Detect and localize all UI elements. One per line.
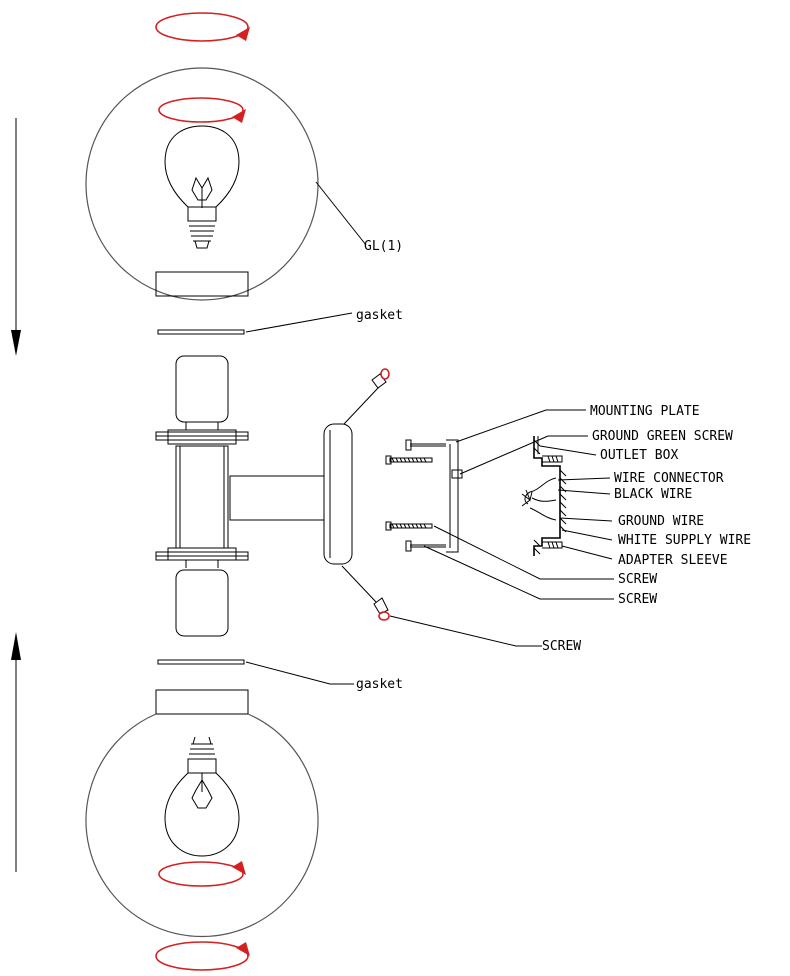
- screw-icon: [385, 455, 433, 465]
- ground-green-screw-text: GROUND GREEN SCREW: [592, 429, 733, 444]
- top-globe: [85, 12, 319, 301]
- screw-2-text: SCREW: [618, 592, 657, 607]
- bottom-gasket: gasket: [157, 659, 403, 692]
- fixture-body: [155, 355, 353, 637]
- light-bulb-icon: [164, 736, 240, 857]
- rotation-arrow-icon: [158, 97, 246, 123]
- ground-wire-text: GROUND WIRE: [618, 514, 704, 529]
- globe-label: GL(1): [315, 181, 403, 254]
- mounting-plate: [385, 439, 463, 553]
- black-wire-text: BLACK WIRE: [614, 487, 692, 502]
- top-gasket: gasket: [157, 308, 403, 335]
- rotation-arrow-icon: [158, 861, 246, 887]
- light-bulb-icon: [164, 125, 240, 249]
- adapter-sleeve-text: ADAPTER SLEEVE: [618, 553, 728, 568]
- outlet-box: [521, 436, 567, 556]
- ground-screw-icon: [451, 469, 463, 479]
- wire-connector-text: WIRE CONNECTOR: [614, 471, 724, 486]
- down-arrow-icon: [11, 118, 21, 356]
- white-supply-wire-text: WHITE SUPPLY WIRE: [618, 533, 751, 548]
- screw-icon: [405, 439, 446, 451]
- screw-icon: [385, 521, 433, 531]
- rotation-arrow-icon: [155, 941, 250, 971]
- screw-3-text: SCREW: [542, 639, 581, 654]
- screw-icon: [405, 540, 446, 552]
- bottom-globe: [85, 689, 319, 971]
- outlet-box-text: OUTLET BOX: [600, 448, 678, 463]
- top-cap-screw: [343, 368, 390, 425]
- gasket-top-text: gasket: [356, 308, 403, 323]
- up-arrow-icon: [11, 632, 21, 872]
- globe-label-text: GL(1): [364, 239, 403, 254]
- mounting-plate-text: MOUNTING PLATE: [590, 404, 700, 419]
- callouts: MOUNTING PLATE GROUND GREEN SCREW OUTLET…: [423, 404, 751, 607]
- rotation-arrow-icon: [155, 12, 250, 42]
- bottom-cap-screw: SCREW: [341, 565, 581, 654]
- gasket-bottom-text: gasket: [356, 677, 403, 692]
- screw-1-text: SCREW: [618, 572, 657, 587]
